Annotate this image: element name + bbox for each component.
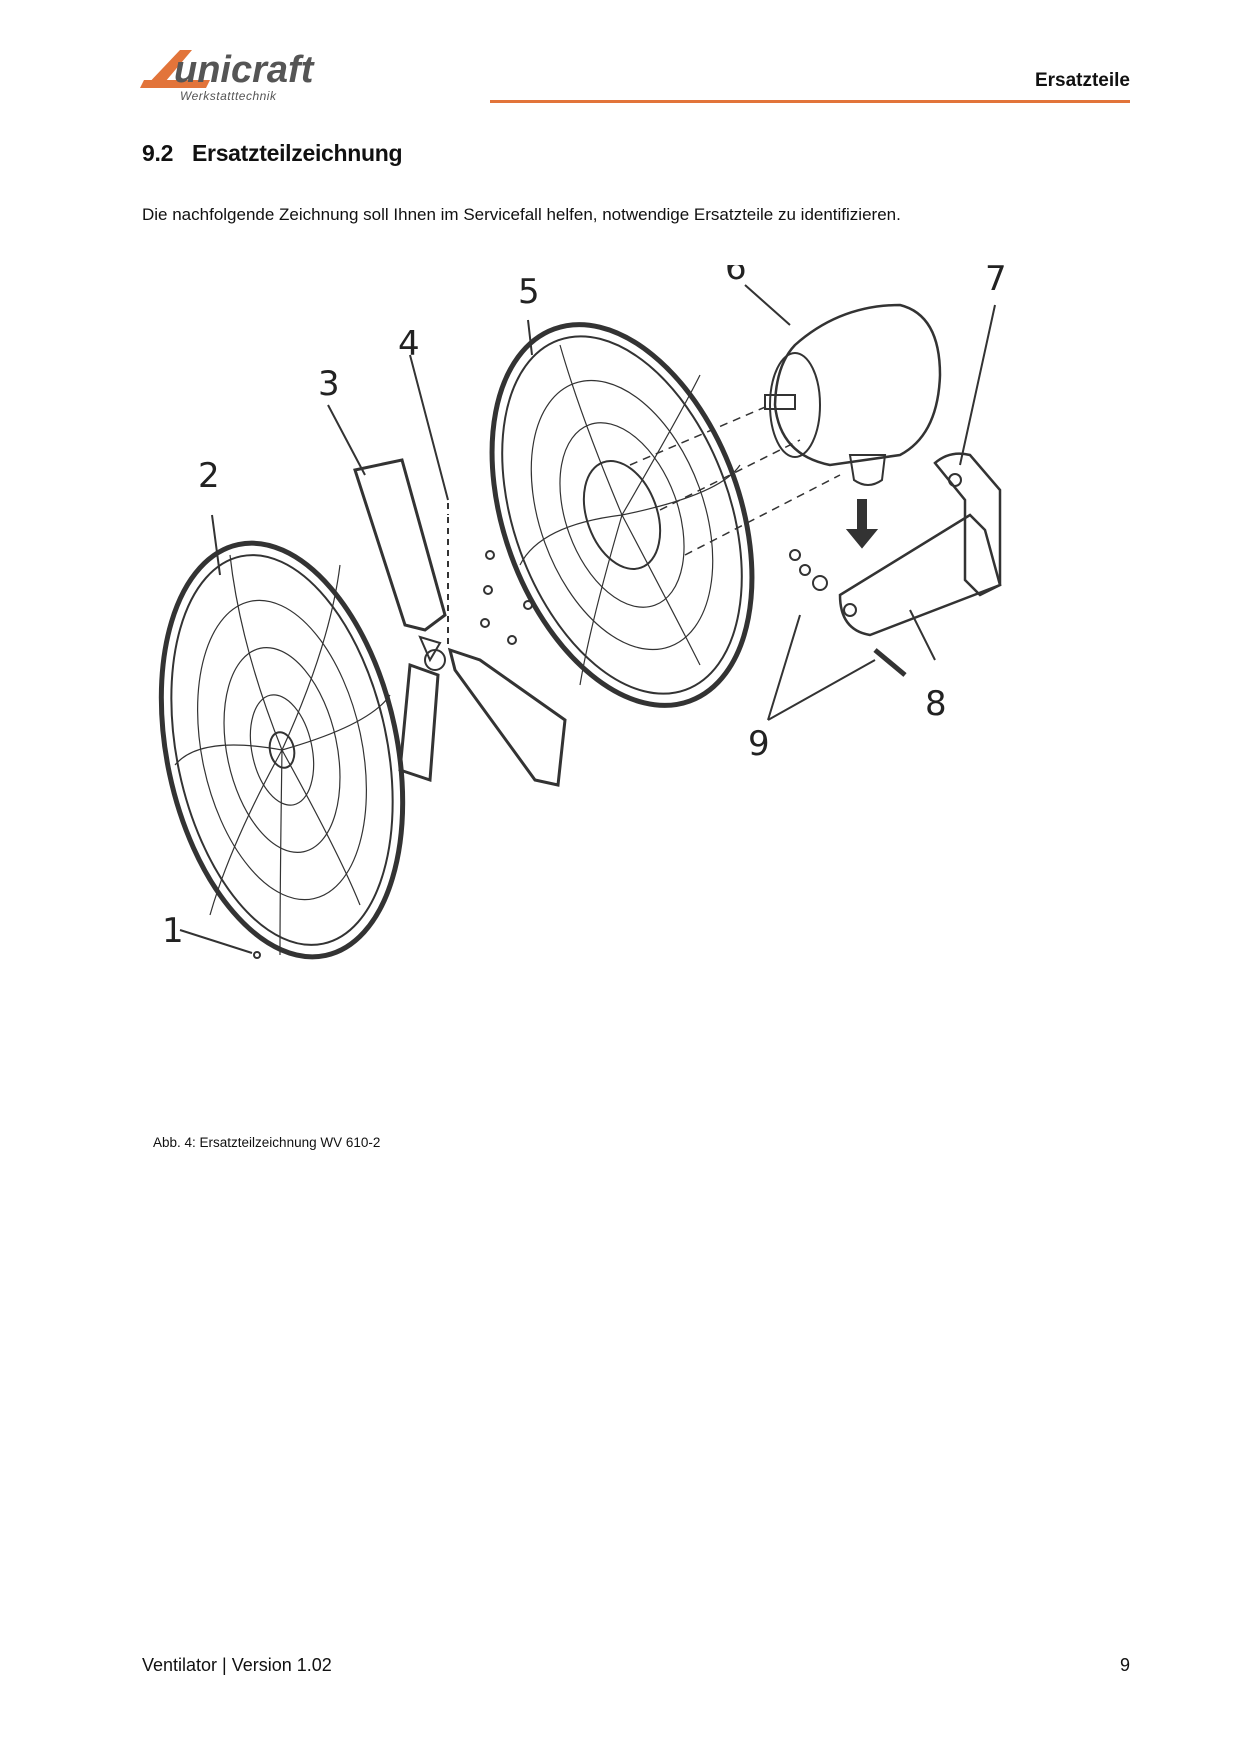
intro-paragraph: Die nachfolgende Zeichnung soll Ihnen im… [142,205,901,224]
fan-blade-drawing [353,458,567,787]
wall-bracket-drawing [838,452,1002,637]
rear-grill-drawing [480,322,755,708]
callout-7: 7 [985,265,1007,299]
logo-wordmark: unicraft [174,49,315,91]
header-divider [490,100,1130,103]
callout-8: 8 [925,684,947,724]
fan-exploded-view-illustration: 1 2 3 4 5 6 7 8 9 [158,265,1007,960]
section-heading: 9.2 Ersatzteilzeichnung [142,140,403,167]
callout-3: 3 [318,364,340,404]
motor-drawing [629,303,942,556]
brand-logo: unicraft Werkstatttechnik [140,44,380,104]
front-grill-drawing [158,540,406,960]
header-section-label: Ersatzteile [1034,70,1130,91]
callout-5: 5 [518,272,540,312]
screws-washers-drawing [789,549,907,677]
footer-document-info: Ventilator | Version 1.02 [142,1655,332,1675]
figure-caption: Abb. 4: Ersatzteilzeichnung WV 610-2 [153,1135,381,1150]
callout-1: 1 [162,911,184,951]
callout-9: 9 [748,724,770,764]
front-grill-screw-drawing [253,951,261,959]
footer-page-number: 9 [1119,1655,1130,1675]
callout-2: 2 [198,456,220,496]
logo-subtitle: Werkstatttechnik [180,89,277,103]
callout-6: 6 [725,265,747,288]
section-title: Ersatzteilzeichnung [192,140,403,166]
section-number: 9.2 [142,140,174,166]
exploded-parts-drawing: 1 2 3 4 5 6 7 8 9 [140,265,1130,1095]
unicraft-logo-icon: unicraft [140,49,315,91]
callout-4: 4 [398,324,420,364]
